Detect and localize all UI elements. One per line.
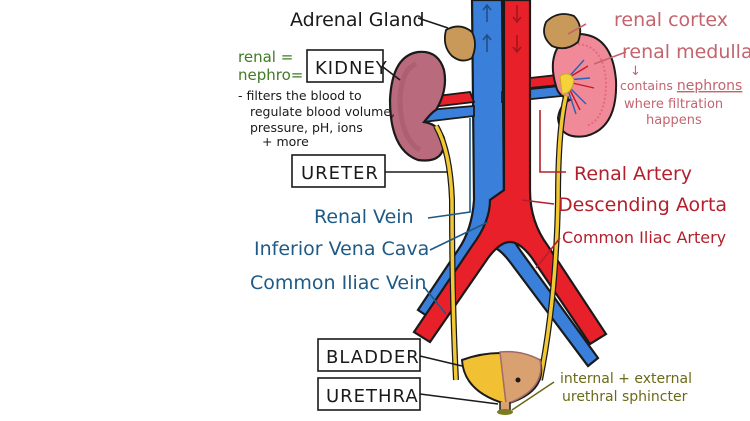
renal-vein-label: Renal Vein [314,206,414,228]
bladder [460,350,543,406]
kidney-desc-line-4: + more [262,134,309,149]
renal-cortex-label: renal cortex [614,9,728,31]
arrow-down-icon [512,5,522,54]
adrenal-gland-label: Adrenal Gland [290,9,425,31]
common-iliac-vein-label: Common Iliac Vein [250,272,426,294]
inferior-vena-cava-label: Inferior Vena Cava [254,238,429,260]
ureter-label-box [291,154,386,188]
urethra-label: URETHRA [326,386,419,407]
sphincter-label-line-1: internal + external [560,371,692,387]
kidney-label-box [306,49,384,83]
right-adrenal-gland [543,13,582,50]
medulla-arrow-icon: ↓ [630,64,641,79]
renal-equals-label: renal = [238,48,293,66]
renal-medulla-label: renal medulla [622,41,750,63]
nephron-note-line-2: where filtration [624,97,723,112]
urethra-label-box [317,377,421,411]
left-adrenal-gland [443,25,476,62]
left-kidney [388,50,447,162]
sphincter-label-line-2: urethral sphincter [562,389,688,405]
kidney-desc-line-1: - filters the blood to [238,88,362,103]
nephron-note-nephrons: nephrons [677,78,742,94]
common-iliac-artery-label: Common Iliac Artery [562,228,726,247]
kidney-desc-line-3: pressure, pH, ions [250,120,363,135]
renal-medulla-vessels [559,59,595,115]
renal-artery-label: Renal Artery [574,163,692,185]
kidney-desc-line-2: regulate blood volume, [250,104,395,119]
kidney-label: KIDNEY [315,58,388,79]
bladder-label: BLADDER [326,347,420,368]
leader-lines [382,17,627,411]
nephron-note-line-3: happens [646,113,702,128]
arrow-up-icon [482,3,492,52]
urethral-sphincter [497,409,513,415]
nephron-note-line-1: contains nephrons [620,78,742,94]
descending-aorta [412,0,608,346]
descending-aorta-label: Descending Aorta [558,194,727,216]
ureter-label: URETER [301,163,379,184]
nephro-equals-label: nephro= [238,66,303,84]
nephron-note-contains: contains [620,78,673,93]
bladder-label-box [317,338,421,372]
